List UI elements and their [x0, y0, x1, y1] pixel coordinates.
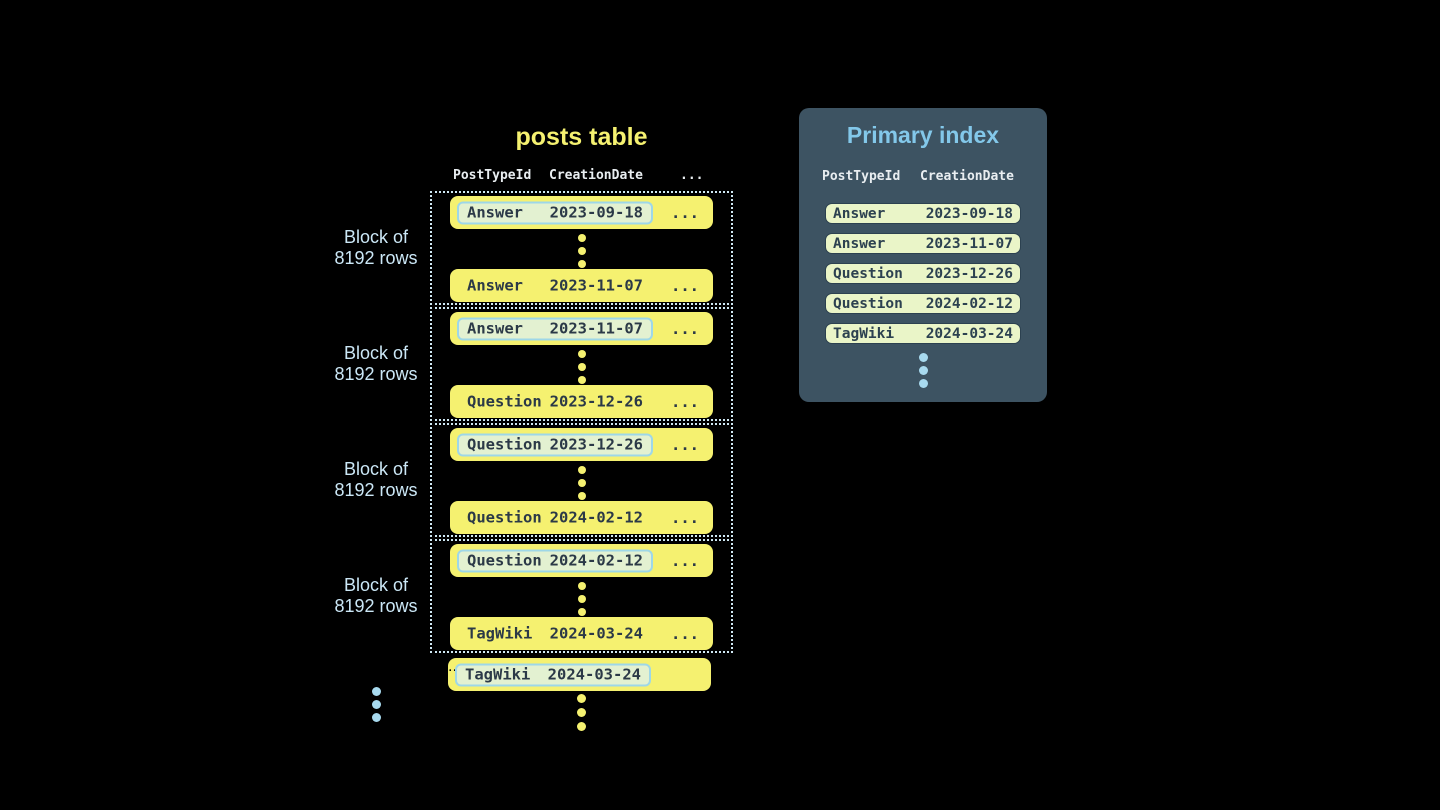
rows-omitted-dots-icon — [432, 466, 731, 500]
primary-index-title: Primary index — [846, 122, 1000, 148]
block-label-line1: Block of — [343, 575, 409, 595]
table-row-block-first: Answer 2023-09-18 ... — [450, 196, 713, 229]
primary-index-row: Answer 2023-09-18 — [825, 203, 1021, 224]
index-entry-highlight: Question 2023-12-26 — [457, 433, 653, 456]
cell-posttypeid: Question — [467, 508, 542, 527]
posts-table-blocks: Answer 2023-09-18 ... Answer 2023-11-07 … — [430, 191, 733, 655]
block-label-line2: 8192 rows — [334, 596, 418, 616]
index-entry-highlight: Question 2024-02-12 — [457, 549, 653, 572]
cell-creationdate: 2023-12-26 — [925, 265, 1013, 282]
table-row-block-last: Question 2023-12-26 ... — [450, 385, 713, 418]
row-ellipsis: ... — [671, 624, 699, 643]
primary-index-rows: Answer 2023-09-18 Answer 2023-11-07 Ques… — [825, 203, 1021, 353]
row-block: Question 2023-12-26 ... Question 2024-02… — [430, 423, 733, 537]
primary-index-row: Question 2023-12-26 — [825, 263, 1021, 284]
index-header-creationdate: CreationDate — [920, 169, 1014, 184]
cell-creationdate: 2023-11-07 — [549, 276, 643, 295]
posts-table-title: posts table — [515, 123, 648, 151]
block-labels-column: Block of 8192 rows Block of 8192 rows Bl… — [318, 191, 434, 655]
cell-creationdate: 2024-03-24 — [547, 665, 641, 684]
cell-posttypeid: TagWiki — [467, 624, 533, 643]
row-ellipsis: ... — [671, 392, 699, 411]
blocks-continue-dots-icon — [330, 687, 422, 722]
index-entry-highlight: Answer 2023-09-18 — [457, 201, 653, 224]
table-continues-dots-icon — [430, 694, 733, 731]
table-row-block-first: Question 2024-02-12 ... — [450, 544, 713, 577]
column-header-creationdate: CreationDate — [549, 168, 643, 183]
primary-index-row: Question 2024-02-12 — [825, 293, 1021, 314]
row-block: Answer 2023-11-07 ... Question 2023-12-2… — [430, 307, 733, 421]
table-row-block-first: Question 2023-12-26 ... — [450, 428, 713, 461]
cell-creationdate: 2024-03-24 — [925, 325, 1013, 342]
cell-creationdate: 2023-09-18 — [925, 205, 1013, 222]
cell-posttypeid: Answer — [833, 235, 886, 252]
index-continues-dots-icon — [799, 353, 1047, 388]
cell-creationdate: 2024-03-24 — [549, 624, 643, 643]
cell-posttypeid: Question — [467, 392, 542, 411]
table-row-block-last: TagWiki 2024-03-24 ... — [450, 617, 713, 650]
block-size-label: Block of 8192 rows — [318, 423, 434, 537]
row-ellipsis: ... — [671, 276, 699, 295]
cell-creationdate: 2024-02-12 — [925, 295, 1013, 312]
index-entry-highlight: Answer 2023-11-07 — [457, 317, 653, 340]
column-header-posttypeid: PostTypeId — [453, 168, 532, 183]
cell-posttypeid: Question — [467, 435, 542, 454]
column-header-ellipsis: ... — [680, 168, 704, 183]
row-values: Question 2023-12-26 — [457, 390, 653, 413]
row-ellipsis: ... — [671, 203, 699, 222]
rows-omitted-dots-icon — [432, 234, 731, 268]
row-ellipsis: ... — [671, 319, 699, 338]
table-row-block-last: Answer 2023-11-07 ... — [450, 269, 713, 302]
row-ellipsis: ... — [671, 551, 699, 570]
block-size-label: Block of 8192 rows — [318, 191, 434, 305]
cell-creationdate: 2024-02-12 — [549, 508, 643, 527]
block-label-line1: Block of — [343, 227, 409, 247]
row-ellipsis: ... — [671, 508, 699, 527]
rows-omitted-dots-icon — [432, 582, 731, 616]
primary-index-panel: Primary index PostTypeId CreationDate An… — [799, 108, 1047, 402]
row-block: Answer 2023-09-18 ... Answer 2023-11-07 … — [430, 191, 733, 305]
primary-index-row: Answer 2023-11-07 — [825, 233, 1021, 254]
cell-posttypeid: Answer — [833, 205, 886, 222]
cell-posttypeid: TagWiki — [465, 665, 531, 684]
block-label-line1: Block of — [343, 343, 409, 363]
table-row-block-last: Question 2024-02-12 ... — [450, 501, 713, 534]
block-size-label: Block of 8192 rows — [318, 307, 434, 421]
row-values: Answer 2023-11-07 — [457, 274, 653, 297]
row-values: Question 2024-02-12 — [457, 506, 653, 529]
cell-creationdate: 2024-02-12 — [549, 551, 643, 570]
cell-posttypeid: Question — [467, 551, 542, 570]
block-label-line2: 8192 rows — [334, 480, 418, 500]
cell-creationdate: 2023-11-07 — [549, 319, 643, 338]
table-row-block-first: Answer 2023-11-07 ... — [450, 312, 713, 345]
cell-posttypeid: TagWiki — [833, 325, 895, 342]
cell-posttypeid: Question — [833, 295, 903, 312]
block-label-line2: 8192 rows — [334, 248, 418, 268]
table-row-trailing: TagWiki 2024-03-24 ... — [448, 658, 711, 691]
cell-posttypeid: Answer — [467, 319, 523, 338]
row-ellipsis: ... — [671, 435, 699, 454]
cell-creationdate: 2023-09-18 — [549, 203, 643, 222]
cell-posttypeid: Answer — [467, 203, 523, 222]
row-block: Question 2024-02-12 ... TagWiki 2024-03-… — [430, 539, 733, 653]
block-label-line2: 8192 rows — [334, 364, 418, 384]
cell-posttypeid: Answer — [467, 276, 523, 295]
index-header-posttypeid: PostTypeId — [822, 169, 901, 184]
primary-index-row: TagWiki 2024-03-24 — [825, 323, 1021, 344]
block-label-line1: Block of — [343, 459, 409, 479]
cell-creationdate: 2023-12-26 — [549, 435, 643, 454]
block-size-label: Block of 8192 rows — [318, 539, 434, 653]
cell-creationdate: 2023-11-07 — [925, 235, 1013, 252]
row-values: TagWiki 2024-03-24 — [457, 622, 653, 645]
cell-posttypeid: Question — [833, 265, 903, 282]
rows-omitted-dots-icon — [432, 350, 731, 384]
index-entry-highlight: TagWiki 2024-03-24 — [455, 663, 651, 686]
cell-creationdate: 2023-12-26 — [549, 392, 643, 411]
